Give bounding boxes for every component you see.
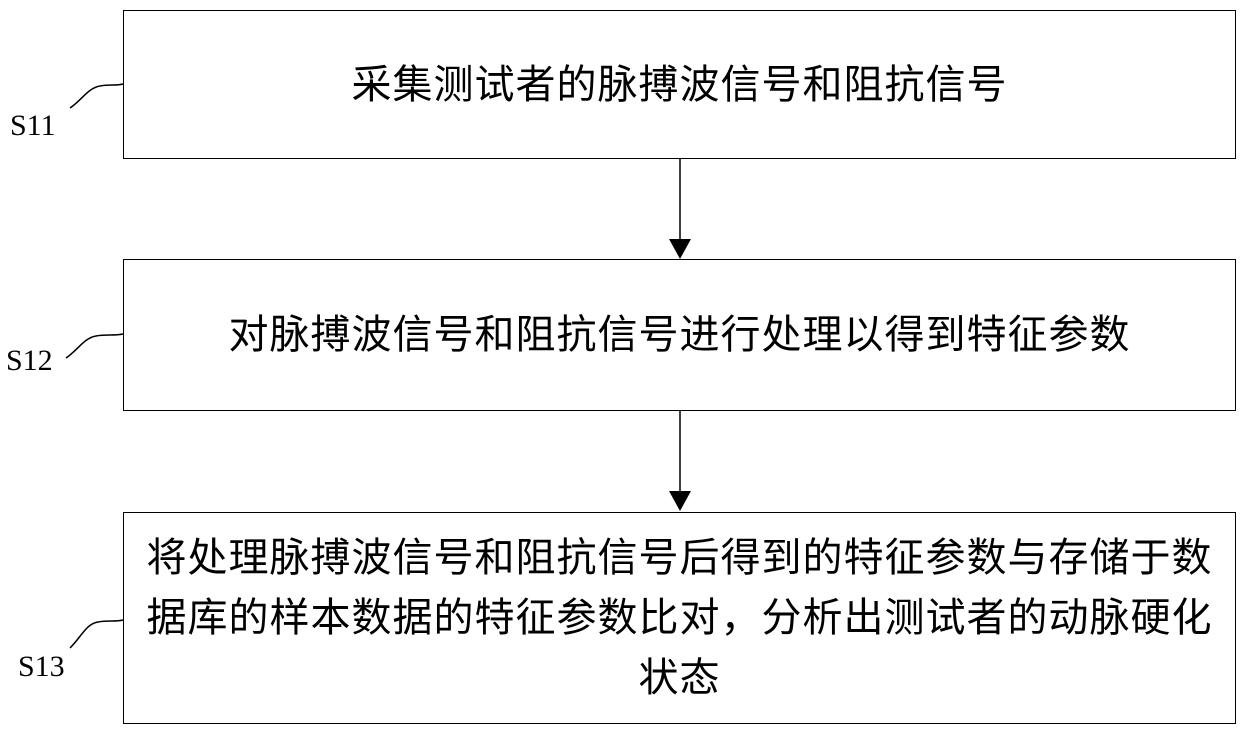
leader-curve-s13 [70, 620, 123, 648]
step-box-s11: 采集测试者的脉搏波信号和阻抗信号 [123, 10, 1236, 159]
step-text-s13: 将处理脉搏波信号和阻抗信号后得到的特征参数与存储于数据库的样本数据的特征参数比对… [134, 528, 1225, 708]
step-box-s12: 对脉搏波信号和阻抗信号进行处理以得到特征参数 [123, 259, 1236, 411]
step-text-s11: 采集测试者的脉搏波信号和阻抗信号 [352, 55, 1008, 115]
step-text-s12: 对脉搏波信号和阻抗信号进行处理以得到特征参数 [229, 305, 1131, 365]
arrowhead-s12-to-s13 [669, 491, 691, 511]
step-label-s12: S12 [6, 346, 53, 376]
leader-curve-s11 [70, 84, 123, 108]
step-box-s13: 将处理脉搏波信号和阻抗信号后得到的特征参数与存储于数据库的样本数据的特征参数比对… [123, 512, 1236, 724]
step-label-s13: S13 [18, 652, 65, 682]
leader-curve-s12 [66, 334, 123, 358]
arrowhead-s11-to-s12 [669, 239, 691, 259]
step-label-s11: S11 [10, 111, 56, 141]
